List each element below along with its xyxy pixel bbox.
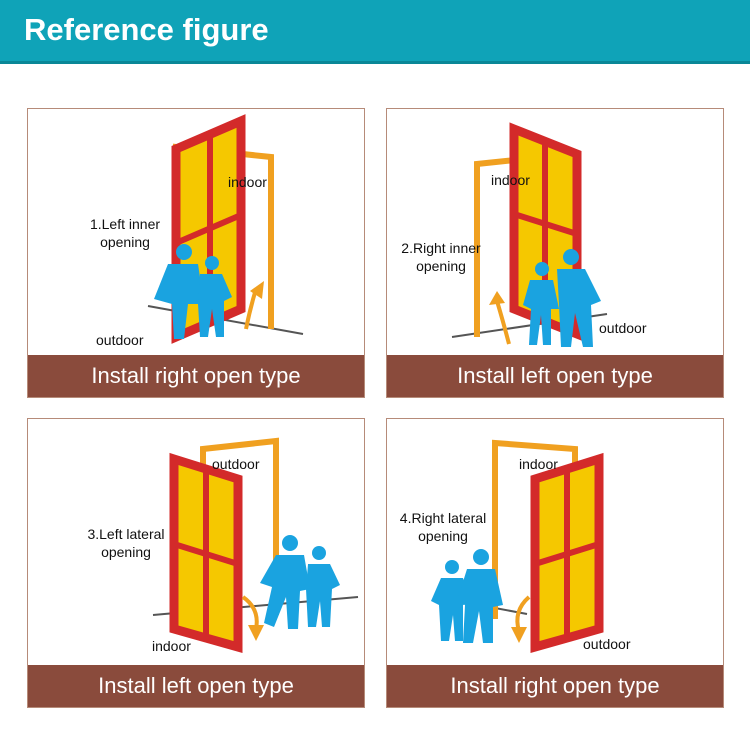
people-icon [431, 549, 503, 643]
indoor-label: indoor [491, 172, 530, 188]
header-bar: Reference figure [0, 0, 750, 64]
arrow-icon [241, 595, 259, 630]
option-label: 1.Left inner opening [89, 216, 161, 250]
door-illustration-2 [451, 122, 608, 347]
install-banner: Install left open type [387, 355, 723, 397]
panel-right-lateral-opening: indoor 4.Right lateral opening outdoor I… [386, 418, 724, 708]
indoor-label: indoor [519, 456, 558, 472]
outdoor-label: outdoor [212, 456, 260, 472]
panel-left-inner-opening: indoor 1.Left inner opening outdoor Inst… [27, 108, 365, 398]
panel-right-inner-opening: indoor 2.Right inner opening outdoor Ins… [386, 108, 724, 398]
people-icon [154, 244, 232, 339]
door-illustration-1 [147, 114, 304, 344]
door-illustration-4 [431, 439, 604, 653]
people-icon [523, 249, 601, 347]
indoor-label: indoor [152, 638, 191, 654]
door-illustration-3 [152, 437, 359, 653]
panel-left-lateral-opening: outdoor 3.Left lateral opening indoor In… [27, 418, 365, 708]
install-banner: Install right open type [387, 665, 723, 707]
install-banner: Install right open type [28, 355, 364, 397]
people-icon [260, 535, 340, 629]
indoor-label: indoor [228, 174, 267, 190]
arrow-icon [244, 288, 258, 330]
outdoor-label: outdoor [599, 320, 647, 336]
install-banner: Install left open type [28, 665, 364, 707]
outdoor-label: outdoor [96, 332, 144, 348]
option-label: 3.Left lateral opening [87, 526, 165, 560]
option-label: 4.Right lateral opening [399, 510, 487, 544]
page-title: Reference figure [24, 12, 269, 47]
option-label: 2.Right inner opening [401, 240, 481, 274]
arrow-icon [495, 300, 511, 345]
outdoor-label: outdoor [583, 636, 631, 652]
